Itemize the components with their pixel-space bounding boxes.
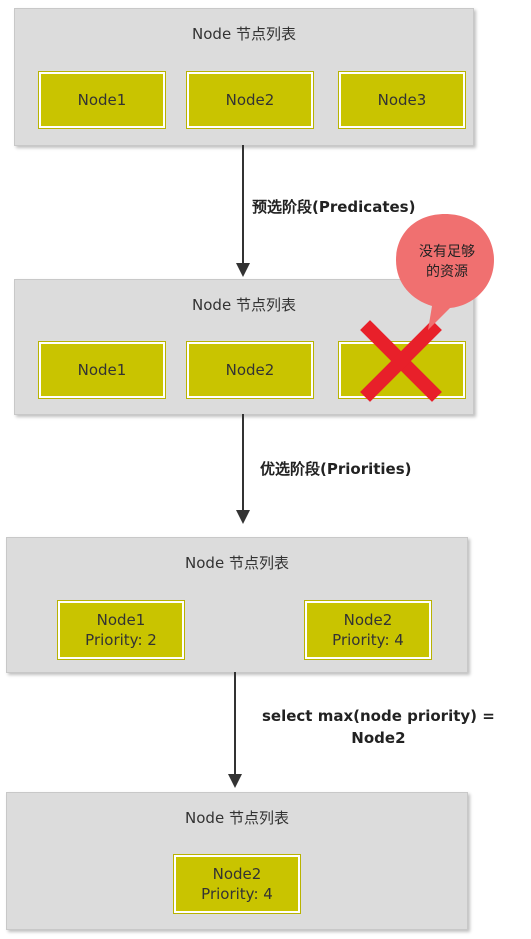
arrow-3-line: [234, 672, 236, 776]
node-list-panel-4: Node 节点列表 Node2 Priority: 4: [6, 792, 468, 930]
node-list-panel-3: Node 节点列表 Node1 Priority: 2 Node2 Priori…: [6, 537, 468, 673]
panel-title: Node 节点列表: [192, 25, 296, 43]
node-list-panel-1: Node 节点列表 Node1 Node2 Node3: [14, 8, 474, 146]
panel-title: Node 节点列表: [185, 554, 289, 572]
node-card-node3: Node3: [338, 71, 466, 129]
node-list-panel-2: Node 节点列表 Node1 Node2: [14, 279, 474, 415]
stage-label-select-max: select max(node priority) = Node2: [262, 705, 495, 749]
arrow-1-head: [236, 263, 250, 277]
arrow-2-head: [236, 510, 250, 524]
panel-title: Node 节点列表: [185, 809, 289, 827]
select-max-line-1: select max(node priority) =: [262, 707, 495, 725]
node-card-node2: Node2: [186, 71, 314, 129]
bubble-text-line-2: 的资源: [426, 264, 468, 280]
bubble-text: 没有足够 的资源: [400, 242, 494, 282]
node-name: Node2: [343, 611, 393, 629]
speech-bubble: [396, 214, 494, 330]
arrow-2-line: [242, 414, 244, 512]
node-name: Node2: [212, 865, 262, 883]
arrow-1-line: [242, 145, 244, 265]
node-card-node1: Node1: [38, 71, 166, 129]
stage-label-predicates: 预选阶段(Predicates): [252, 198, 416, 216]
arrow-3-head: [228, 774, 242, 788]
node-priority: Priority: 4: [332, 631, 404, 649]
node-card-node1-priority: Node1 Priority: 2: [57, 600, 185, 660]
reject-x-icon: [360, 320, 442, 402]
node-priority: Priority: 4: [201, 885, 273, 903]
node-name: Node1: [96, 611, 146, 629]
node-priority: Priority: 2: [85, 631, 157, 649]
node-card-node1: Node1: [38, 341, 166, 399]
node-card-node2: Node2: [186, 341, 314, 399]
select-max-line-2: Node2: [351, 729, 406, 747]
bubble-text-line-1: 没有足够: [419, 244, 475, 260]
stage-label-priorities: 优选阶段(Priorities): [260, 460, 412, 478]
panel-title: Node 节点列表: [192, 296, 296, 314]
node-card-node2-priority: Node2 Priority: 4: [304, 600, 432, 660]
node-card-selected-node2: Node2 Priority: 4: [173, 854, 301, 914]
